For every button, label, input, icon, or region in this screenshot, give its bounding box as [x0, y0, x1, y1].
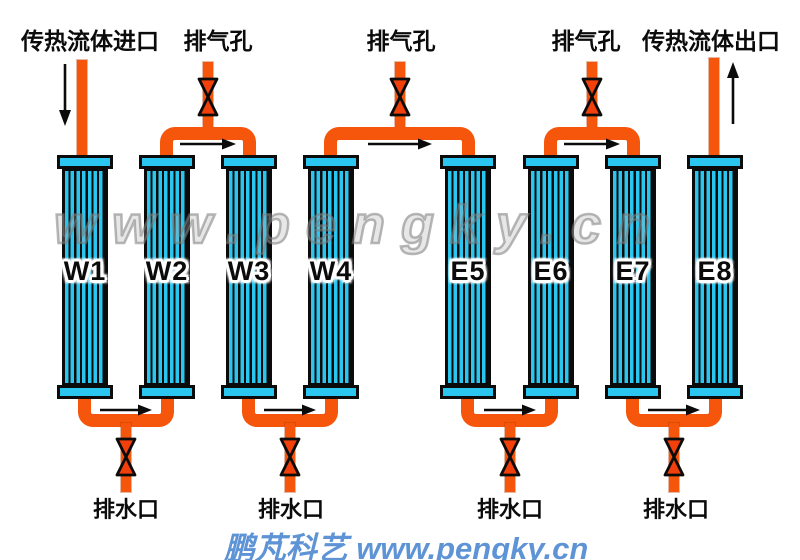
- column-w4-label: W4: [309, 256, 353, 286]
- drain-valve-icon-2: [279, 437, 301, 477]
- flow-arrow-right-icon: [648, 404, 700, 416]
- column-w4-top-cap: [303, 155, 359, 169]
- column-e8-top-cap: [687, 155, 743, 169]
- drain-label-2: 排水口: [257, 497, 324, 522]
- flow-arrow-right-icon: [264, 404, 316, 416]
- column-e6-top-cap: [523, 155, 579, 169]
- vent-valve-icon-1: [197, 77, 219, 117]
- column-e8-label: E8: [697, 256, 733, 286]
- top-bridge-pipe-w2-w3: [160, 127, 256, 156]
- outlet-pipe: [709, 58, 719, 156]
- column-e7-body: [610, 168, 656, 386]
- column-e5-top-cap: [440, 155, 496, 169]
- drain-valve-icon-4: [663, 437, 685, 477]
- column-w3-bottom-cap: [221, 385, 277, 399]
- footer-watermark: 鹏芃科艺 www.pengky.cn: [223, 531, 589, 560]
- column-w1-top-cap: [57, 155, 113, 169]
- column-w2-label: W2: [145, 256, 189, 286]
- column-e7-top-cap: [605, 155, 661, 169]
- bottom-bridge-pipe-w1-w2: [78, 398, 174, 427]
- vent-valve-icon-3: [581, 77, 603, 117]
- bottom-bridge-pipe-e7-e8: [626, 398, 722, 427]
- flow-arrow-right-icon: [484, 404, 536, 416]
- column-w1-label: W1: [63, 256, 107, 286]
- column-e5-label: E5: [450, 256, 486, 286]
- bottom-bridge-pipe-e5-e6: [461, 398, 558, 427]
- outlet-arrow-up-icon: [727, 62, 739, 124]
- column-w1-body: [62, 168, 108, 386]
- bottom-bridge-pipe-w3-w4: [242, 398, 338, 427]
- column-w3-top-cap: [221, 155, 277, 169]
- column-w4-body: [308, 168, 354, 386]
- vent-label-2: 排气孔: [366, 28, 436, 54]
- column-w3-body: [226, 168, 272, 386]
- flow-arrow-right-icon: [564, 138, 620, 150]
- inlet-pipe: [77, 60, 87, 156]
- outlet-label: 传热流体出口: [642, 28, 780, 54]
- drain-valve-icon-3: [499, 437, 521, 477]
- vent-label-3: 排气孔: [551, 28, 621, 54]
- drain-label-3: 排水口: [476, 497, 543, 522]
- column-e5-body: [445, 168, 491, 386]
- column-e6-label: E6: [533, 256, 569, 286]
- column-e6-bottom-cap: [523, 385, 579, 399]
- flow-arrow-right-icon: [368, 138, 432, 150]
- column-e7-bottom-cap: [605, 385, 661, 399]
- flow-arrow-right-icon: [180, 138, 236, 150]
- column-w2-top-cap: [139, 155, 195, 169]
- flow-arrow-right-icon: [100, 404, 152, 416]
- drain-label-1: 排水口: [92, 497, 159, 522]
- vent-label-1: 排气孔: [183, 28, 253, 54]
- column-e7-label: E7: [615, 256, 651, 286]
- top-bridge-pipe-e6-e7: [544, 127, 640, 156]
- top-bridge-pipe-w4-e5: [324, 127, 475, 156]
- column-e8-bottom-cap: [687, 385, 743, 399]
- column-e5-bottom-cap: [440, 385, 496, 399]
- inlet-label: 传热流体进口: [21, 28, 159, 54]
- vent-valve-icon-2: [389, 77, 411, 117]
- column-e6-body: [528, 168, 574, 386]
- column-w2-bottom-cap: [139, 385, 195, 399]
- column-w1-bottom-cap: [57, 385, 113, 399]
- drain-valve-icon-1: [115, 437, 137, 477]
- column-w2-body: [144, 168, 190, 386]
- column-e8-body: [692, 168, 738, 386]
- inlet-arrow-down-icon: [59, 64, 71, 126]
- column-w3-label: W3: [227, 256, 271, 286]
- drain-label-4: 排水口: [642, 497, 709, 522]
- column-w4-bottom-cap: [303, 385, 359, 399]
